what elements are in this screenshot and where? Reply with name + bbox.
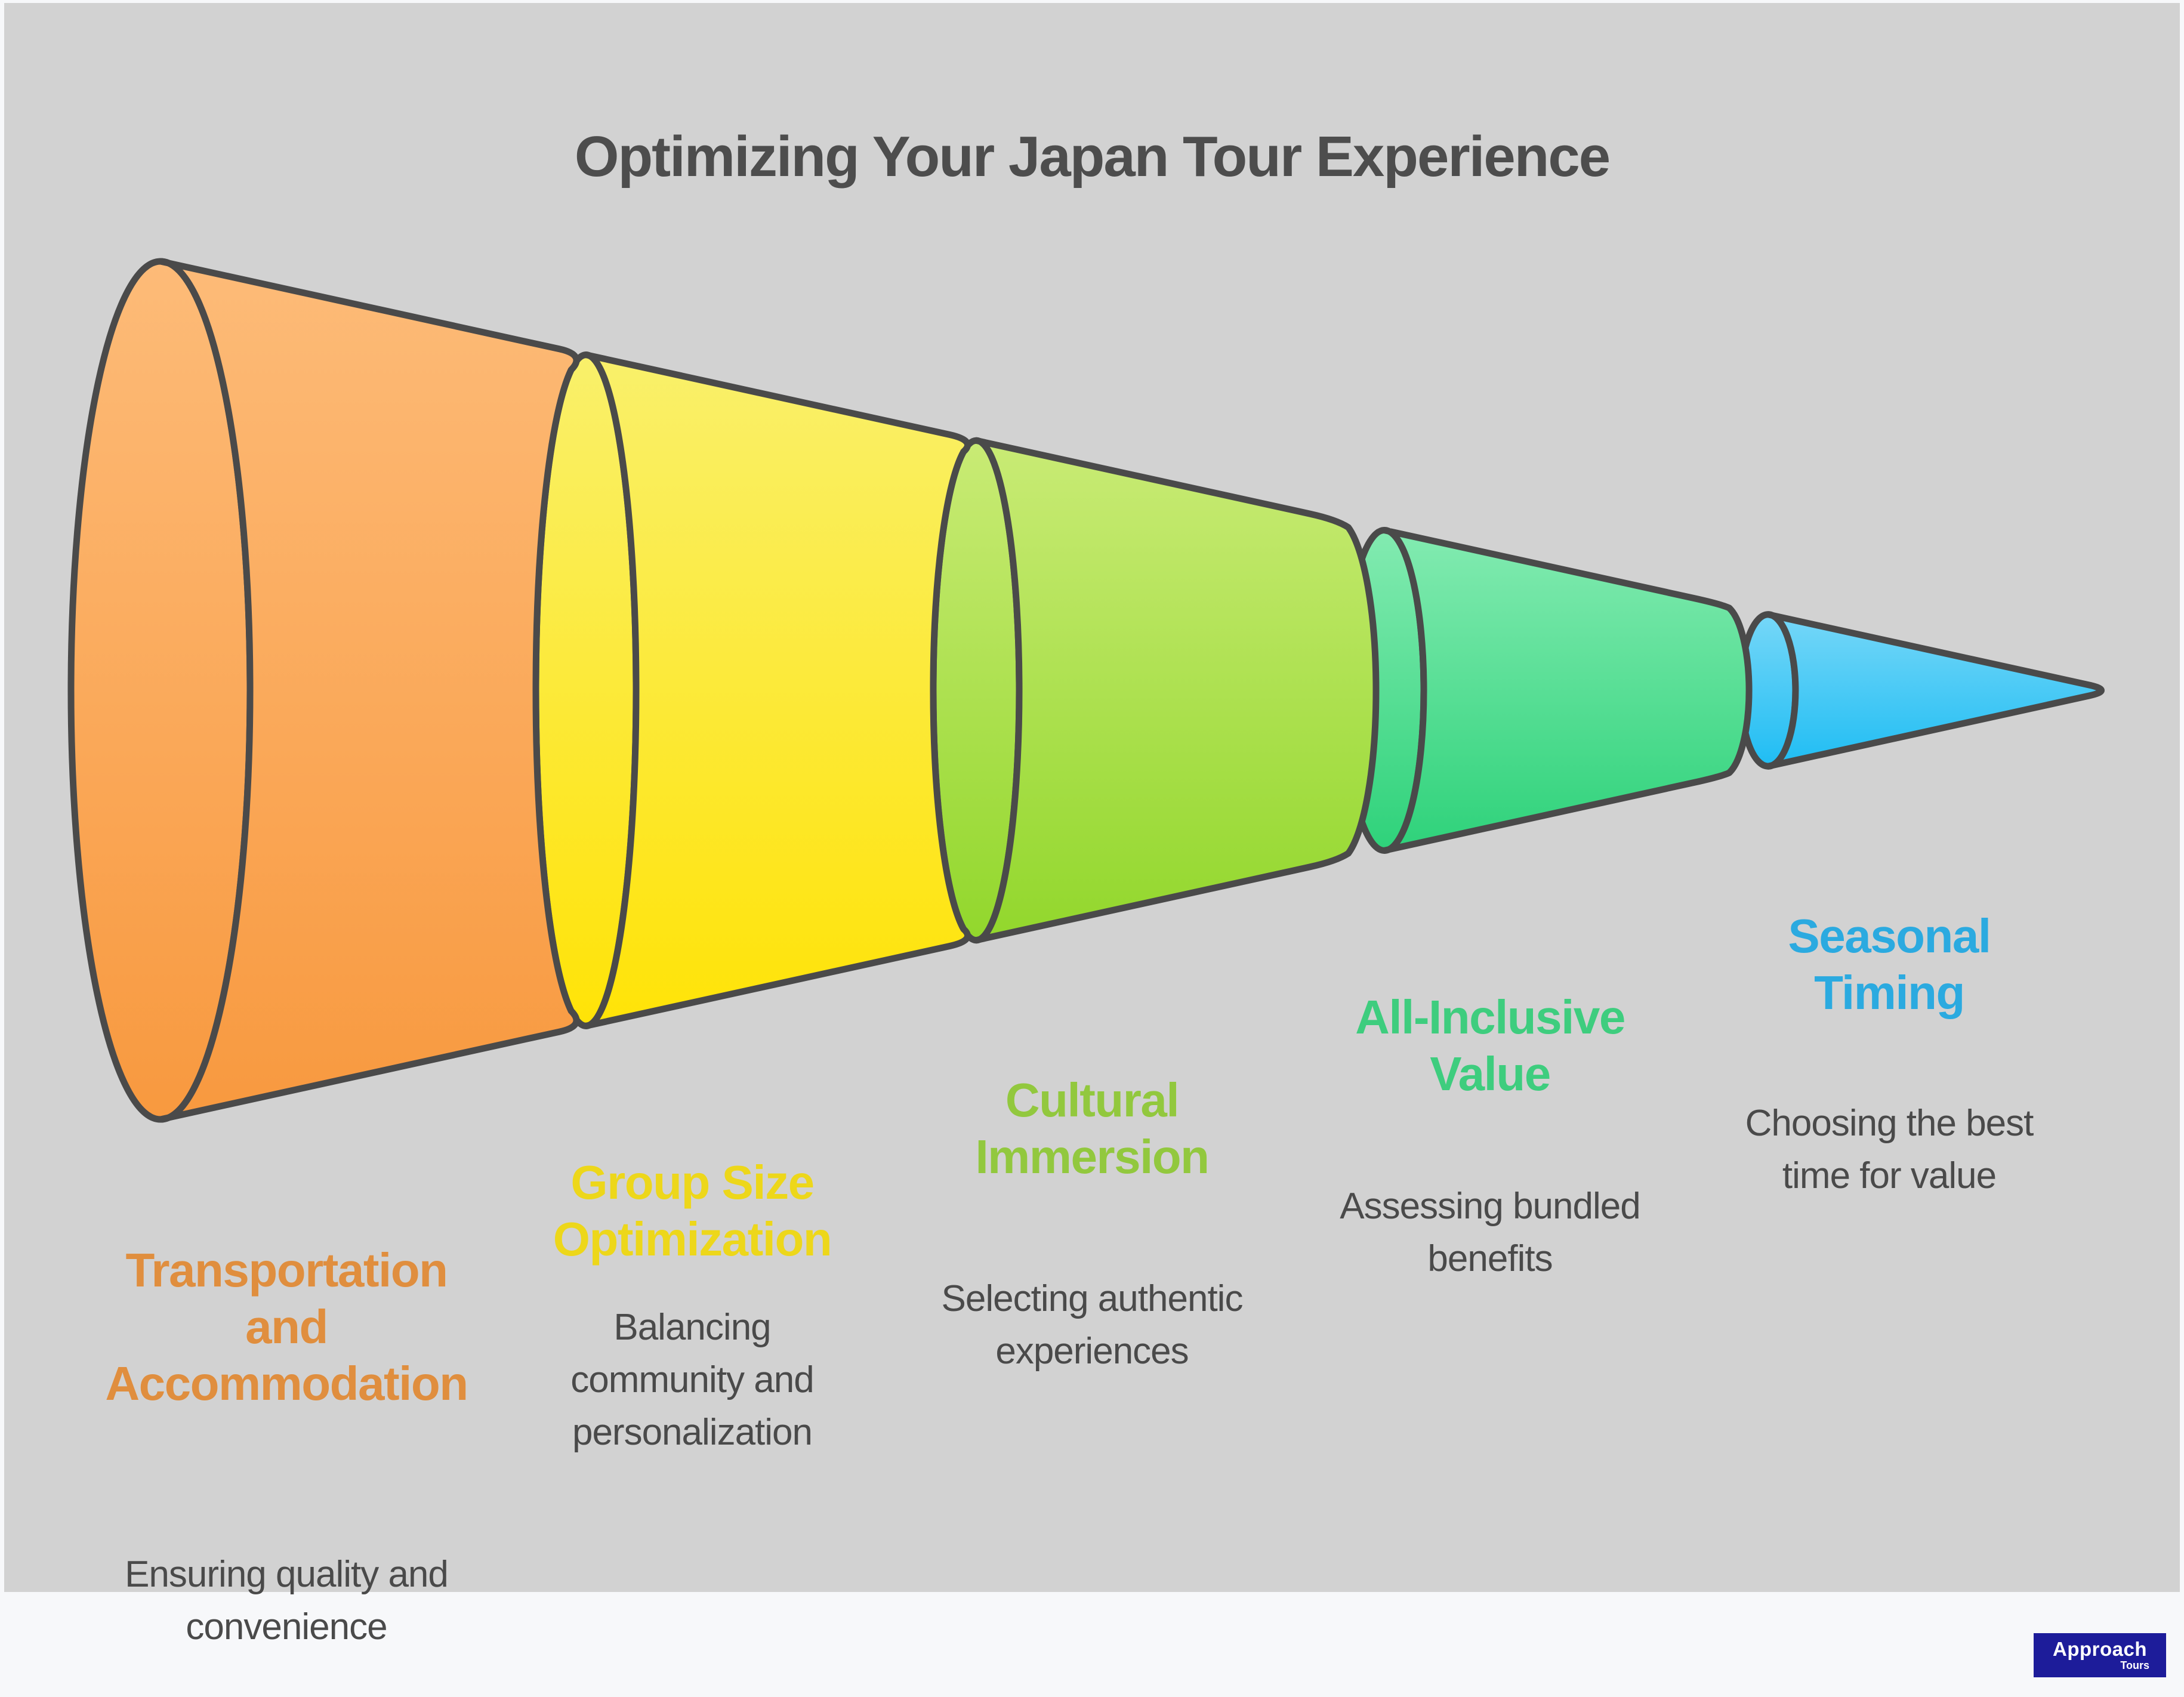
funnel-stage-3 bbox=[930, 437, 1380, 944]
stage-title-line: and bbox=[245, 1300, 328, 1353]
stage-desc-cultural-immersion: Selecting authentic experiences bbox=[823, 1273, 1361, 1378]
stage-desc-line: community and bbox=[570, 1359, 814, 1400]
stage-desc-line: personalization bbox=[572, 1412, 813, 1453]
stage-desc-line: experiences bbox=[995, 1331, 1189, 1372]
funnel-stage-5-body bbox=[1765, 611, 2105, 770]
stage-desc-line: convenience bbox=[186, 1606, 387, 1647]
funnel-stage-4 bbox=[1341, 527, 1753, 854]
stage-title-line: Timing bbox=[1814, 966, 1965, 1019]
stage-desc-transportation-accommodation: Ensuring quality and convenience bbox=[18, 1548, 555, 1653]
funnel-stage-3-body bbox=[973, 437, 1380, 944]
stage-title-line: Transportation bbox=[125, 1244, 448, 1297]
stage-label-group-size-optimization: Group Size Optimization bbox=[424, 1154, 961, 1267]
funnel-stage-2 bbox=[532, 351, 971, 1029]
approach-tours-logo: Approach Tours bbox=[2034, 1633, 2166, 1677]
stage-desc-seasonal-timing: Choosing the best time for value bbox=[1621, 1097, 2158, 1202]
stage-desc-line: benefits bbox=[1427, 1238, 1553, 1279]
stage-title-line: Cultural bbox=[1005, 1073, 1180, 1127]
logo-brand-text: Approach bbox=[2052, 1638, 2147, 1660]
stage-label-seasonal-timing: Seasonal Timing bbox=[1621, 908, 2158, 1021]
stage-title-line: Immersion bbox=[975, 1130, 1210, 1183]
stage-title-line: Optimization bbox=[553, 1212, 832, 1266]
stage-title-line: Accommodation bbox=[105, 1357, 468, 1410]
stage-desc-line: Selecting authentic bbox=[941, 1278, 1244, 1319]
stage-desc-line: Choosing the best bbox=[1745, 1103, 2034, 1144]
funnel-stage-2-body bbox=[582, 351, 971, 1029]
funnel-stage-4-body bbox=[1381, 527, 1753, 854]
stage-desc-group-size-optimization: Balancing community and personalization bbox=[424, 1301, 961, 1459]
stage-desc-all-inclusive-value: Assessing bundled benefits bbox=[1221, 1180, 1759, 1285]
stage-title-line: All-Inclusive bbox=[1355, 991, 1625, 1044]
stage-title-line: Value bbox=[1430, 1047, 1551, 1100]
funnel-stage-1-body bbox=[157, 258, 580, 1123]
stage-desc-line: Ensuring quality and bbox=[125, 1554, 449, 1595]
stage-desc-line: Balancing bbox=[613, 1307, 771, 1348]
logo-sub-text: Tours bbox=[2120, 1659, 2149, 1671]
funnel-stage-1 bbox=[67, 258, 580, 1123]
stage-desc-line: time for value bbox=[1782, 1155, 1997, 1196]
stage-title-line: Seasonal bbox=[1788, 909, 1991, 962]
funnel-stage-5 bbox=[1737, 611, 2105, 770]
chart-title: Optimizing Your Japan Tour Experience bbox=[574, 125, 1611, 189]
stage-title-line: Group Size bbox=[570, 1156, 815, 1209]
stage-label-all-inclusive-value: All-Inclusive Value bbox=[1221, 989, 1759, 1102]
stage-label-cultural-immersion: Cultural Immersion bbox=[823, 1072, 1361, 1185]
stage-label-transportation-accommodation: Transportation and Accommodation bbox=[18, 1242, 555, 1412]
stage-desc-line: Assessing bundled bbox=[1340, 1186, 1640, 1227]
